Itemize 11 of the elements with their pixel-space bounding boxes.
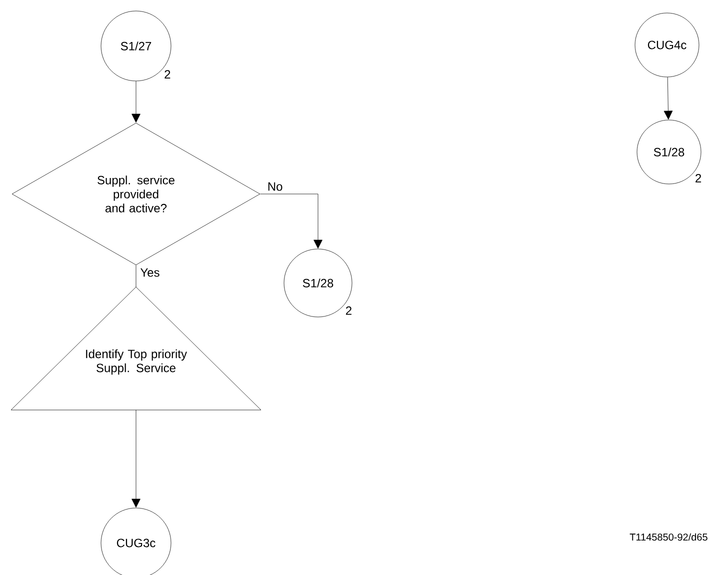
figure-code: T1145850-92/d65: [630, 533, 708, 541]
edge-label: Yes: [140, 268, 160, 277]
arrow: [132, 81, 140, 123]
arrow: [132, 410, 140, 508]
state-number: 2: [696, 174, 702, 182]
state-number: 2: [164, 70, 170, 78]
state-number: 2: [346, 306, 352, 315]
process-triangle: Identify Top priority Suppl. Service: [10, 286, 262, 410]
edge-label: No: [268, 182, 282, 191]
arrow: [260, 194, 322, 249]
arrow: [664, 76, 673, 120]
